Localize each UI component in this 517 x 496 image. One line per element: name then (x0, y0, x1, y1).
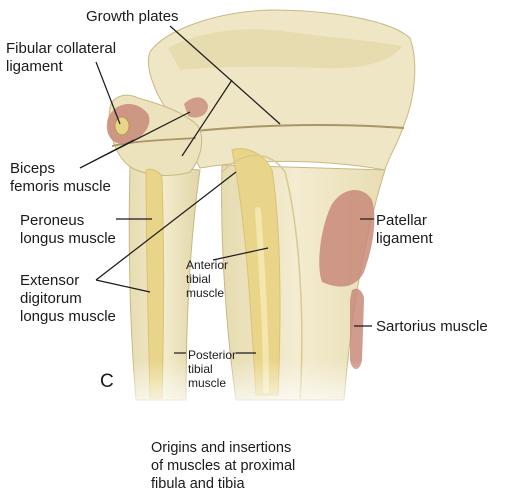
label-line: Anterior (186, 258, 229, 272)
sartorius-attachment (350, 288, 364, 369)
label-line: muscle (186, 286, 225, 300)
label-growth-plates: Growth plates (86, 8, 179, 25)
caption-line: of muscles at proximal (151, 458, 296, 474)
label-line: femoris muscle (10, 178, 111, 195)
fibula-growth-plate (111, 137, 197, 147)
label-peroneus-longus-muscle: Peroneus longus muscle (20, 212, 116, 248)
caption-line: fibula and tibia (151, 476, 245, 492)
tibia-plateau-shade (168, 29, 402, 70)
label-line: Peroneus (20, 212, 85, 229)
fibula-marrow-cavity (145, 168, 164, 399)
patellar-ligament-attachment (319, 189, 375, 287)
label-extensor-digitorum-longus-muscle: Extensor digitorum longus muscle (20, 272, 116, 326)
tibia-growth-plate (185, 124, 405, 133)
label-anterior-tibial-muscle: Anterior tibial muscle (186, 258, 228, 300)
label-sartorius-muscle: Sartorius muscle (376, 318, 488, 335)
label-biceps-femoris-muscle: Biceps femoris muscle (10, 160, 111, 196)
label-line: Extensor (20, 272, 80, 289)
label-line: longus muscle (20, 308, 116, 325)
label-line: ligament (376, 230, 433, 247)
fibular-collateral-attachment (114, 116, 130, 136)
figure-caption: Origins and insertions of muscles at pro… (151, 439, 295, 493)
label-line: tibial (188, 362, 213, 376)
label-line: ligament (6, 58, 63, 75)
label-fibular-collateral-ligament: Fibular collateral ligament (6, 40, 116, 76)
label-line: Biceps (10, 160, 56, 177)
label-line: Patellar (376, 212, 427, 229)
label-line: longus muscle (20, 230, 116, 247)
label-posterior-tibial-muscle: Posterior tibial muscle (188, 348, 236, 390)
leader-lines (79, 25, 374, 354)
label-line: tibial (186, 272, 211, 286)
caption-line: Origins and insertions (151, 440, 292, 456)
tibia-marrow-cavity (231, 148, 281, 396)
label-line: digitorum (20, 290, 82, 307)
panel-letter: C (100, 371, 114, 392)
label-line: Posterior (188, 348, 237, 362)
label-patellar-ligament: Patellar ligament (376, 212, 433, 248)
label-line: muscle (188, 376, 227, 390)
label-line: Fibular collateral (6, 40, 117, 57)
